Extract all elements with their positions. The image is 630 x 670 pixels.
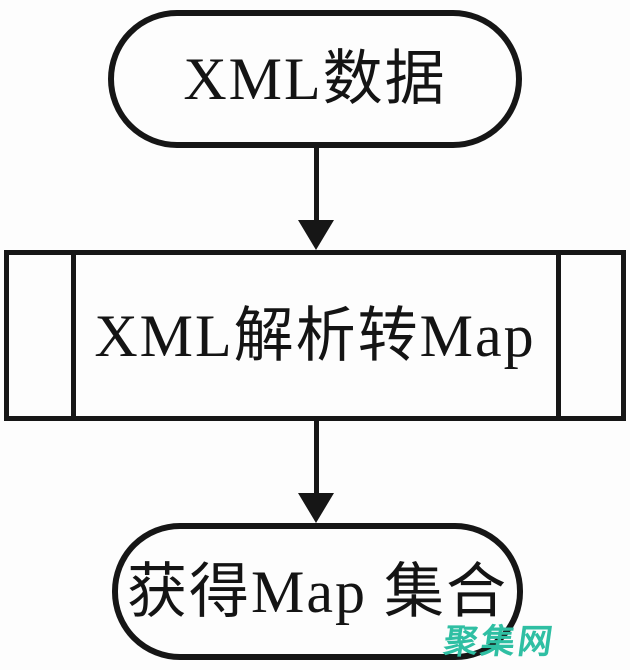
arrow-shaft: [313, 421, 319, 493]
node-xml-parse-to-map-label: XML解析转Map: [94, 302, 536, 369]
predefined-process-right-bar: [556, 255, 561, 416]
node-get-map-collection-label: 获得Map 集合: [127, 558, 508, 625]
arrow-down-icon: [298, 493, 334, 523]
node-xml-data: XML数据: [108, 10, 522, 148]
flow-arrow-1: [298, 148, 334, 250]
watermark: 聚集网: [441, 623, 558, 661]
arrow-shaft: [313, 148, 319, 220]
predefined-process-left-bar: [71, 255, 76, 416]
node-xml-data-label: XML数据: [183, 46, 447, 112]
flow-arrow-2: [298, 421, 334, 523]
node-xml-parse-to-map: XML解析转Map: [4, 250, 626, 421]
arrow-down-icon: [298, 220, 334, 250]
node-get-map-collection: 获得Map 集合: [112, 523, 523, 660]
